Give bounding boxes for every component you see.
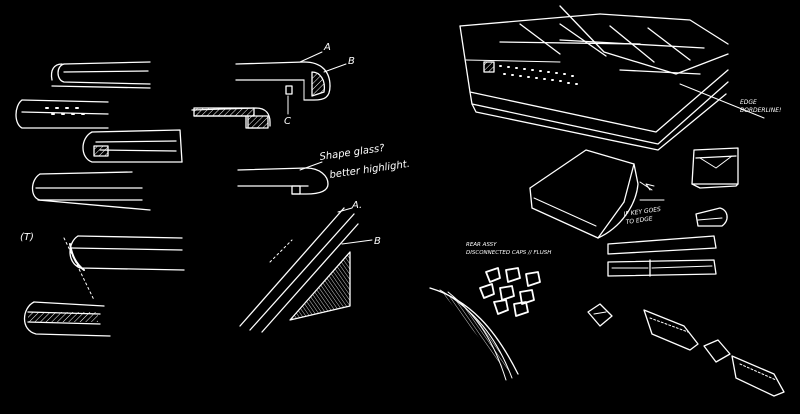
profile-sketch-5 [63,235,185,301]
keycap-pill-4 [731,355,785,397]
profile-sketch-1 [50,61,151,89]
diagonal-section [239,207,373,333]
section-detail-glass [237,161,329,195]
note-to-edge: TO EDGE [625,215,653,226]
keycap-swoosh [429,287,519,381]
keycap-small [691,147,739,189]
note-edge: EDGE [740,99,757,106]
note-rear-assy: REAR ASSY [466,242,497,248]
section-detail-abc [235,51,347,115]
label-c-top: C [284,116,291,127]
keycap-row [607,235,717,277]
profile-sketch-6 [23,301,111,337]
annotations: A B C Shape glass? better highlight. A. … [20,42,781,256]
keycap-pill-1 [587,303,613,327]
label-b-top: B [348,56,355,67]
keycap-pill-3 [703,339,731,363]
keycap-pill-2 [643,309,699,351]
note-disconnected-caps: DISCONNECTED CAPS // FLUSH [466,250,551,256]
note-borderline: BORDERLINE! [740,107,781,114]
label-t: (T) [20,232,34,243]
keyboard-perspective-sketch [459,5,765,151]
profile-sketch-4 [31,171,151,211]
profile-sketch-2 [15,99,109,129]
section-detail-rail [191,107,271,129]
note-better-highlight: better highlight. [329,159,411,181]
profile-sketch-3 [82,129,183,163]
label-a-top: A [323,42,331,53]
keycap-cluster [479,267,541,317]
label-b-diag: B [374,236,381,247]
note-shape-glass: Shape glass? [319,143,386,163]
label-a-diag: A. [351,200,362,211]
keycap-sketch [529,149,655,239]
keycap-side [695,207,728,227]
